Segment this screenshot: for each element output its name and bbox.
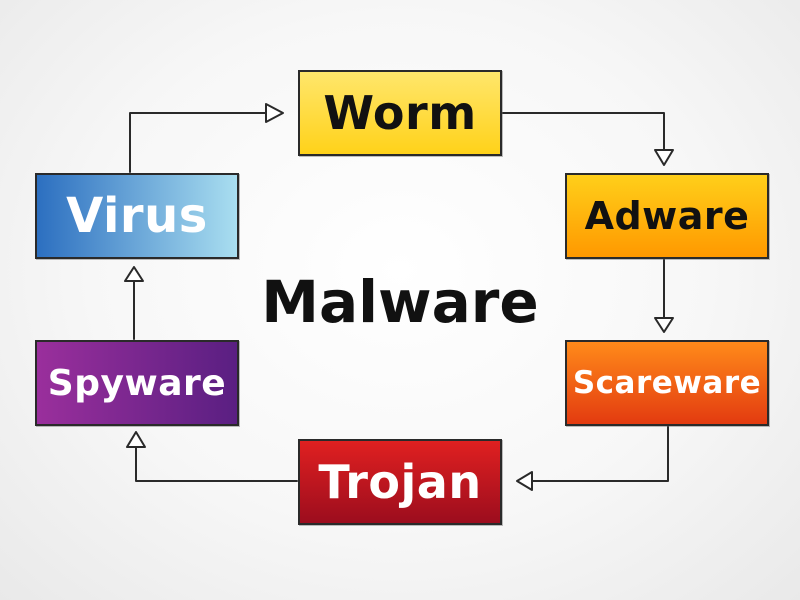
- arrowhead-trojan: [516, 471, 533, 491]
- node-scareware: Scareware: [565, 340, 769, 426]
- arrow-scareware-to-trojan: [529, 426, 669, 482]
- node-trojan: Trojan: [298, 439, 502, 525]
- node-label-scareware: Scareware: [572, 365, 762, 401]
- node-spyware: Spyware: [35, 340, 239, 426]
- node-adware: Adware: [565, 173, 769, 259]
- node-label-spyware: Spyware: [47, 362, 227, 404]
- arrowhead-spyware: [126, 431, 146, 448]
- node-label-virus: Virus: [66, 188, 208, 244]
- node-worm: Worm: [298, 70, 502, 156]
- arrow-trojan-to-spyware: [135, 446, 298, 482]
- arrowhead-scareware: [654, 317, 674, 333]
- node-virus: Virus: [35, 173, 239, 259]
- center-title: Malware: [261, 268, 539, 336]
- node-label-adware: Adware: [584, 194, 750, 238]
- arrow-worm-to-adware: [502, 112, 665, 153]
- arrowhead-adware: [654, 149, 674, 166]
- arrowhead-worm: [265, 103, 284, 123]
- arrow-virus-to-worm: [129, 112, 267, 173]
- node-label-trojan: Trojan: [318, 455, 482, 509]
- arrowhead-virus: [124, 266, 144, 282]
- node-label-worm: Worm: [323, 86, 477, 140]
